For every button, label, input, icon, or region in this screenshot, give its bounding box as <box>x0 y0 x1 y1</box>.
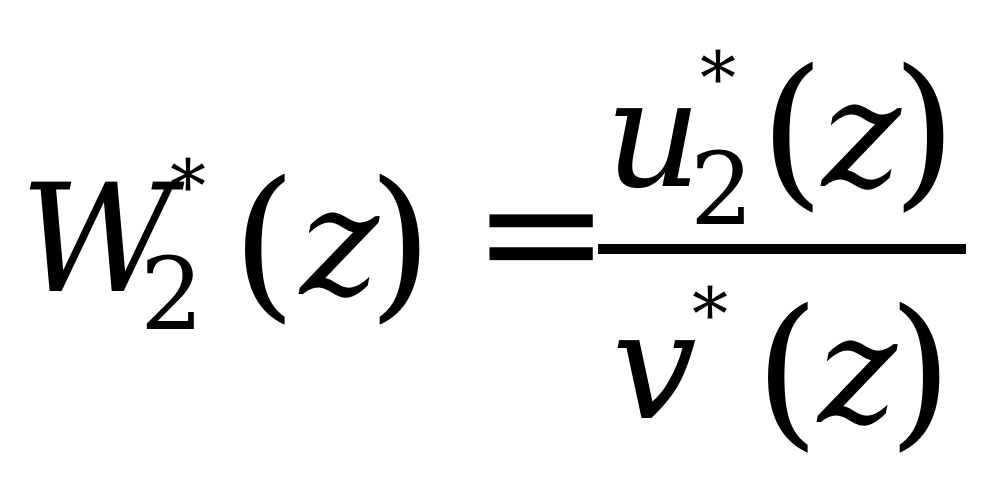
equals-sign: = <box>472 136 611 328</box>
numerator-open-paren: ( <box>760 34 825 226</box>
lhs-open-paren: ( <box>232 146 297 338</box>
lhs-superscript: * <box>170 144 206 228</box>
numerator-subscript: 2 <box>690 131 754 248</box>
fraction-bar <box>598 244 966 254</box>
numerator-argument: z <box>822 48 902 222</box>
numerator-symbol-u: u <box>605 48 702 222</box>
numerator-superscript: * <box>700 36 736 120</box>
denominator-close-paren: ) <box>888 274 953 466</box>
denominator-symbol-v: v <box>612 280 697 454</box>
lhs-symbol-w: W <box>20 153 175 327</box>
denominator-superscript: * <box>692 272 728 356</box>
lhs-close-paren: ) <box>368 146 433 338</box>
denominator-argument: z <box>818 284 898 458</box>
numerator-close-paren: ) <box>892 34 957 226</box>
lhs-argument: z <box>300 156 380 330</box>
lhs-subscript: 2 <box>140 236 204 353</box>
denominator-open-paren: ( <box>755 274 820 466</box>
